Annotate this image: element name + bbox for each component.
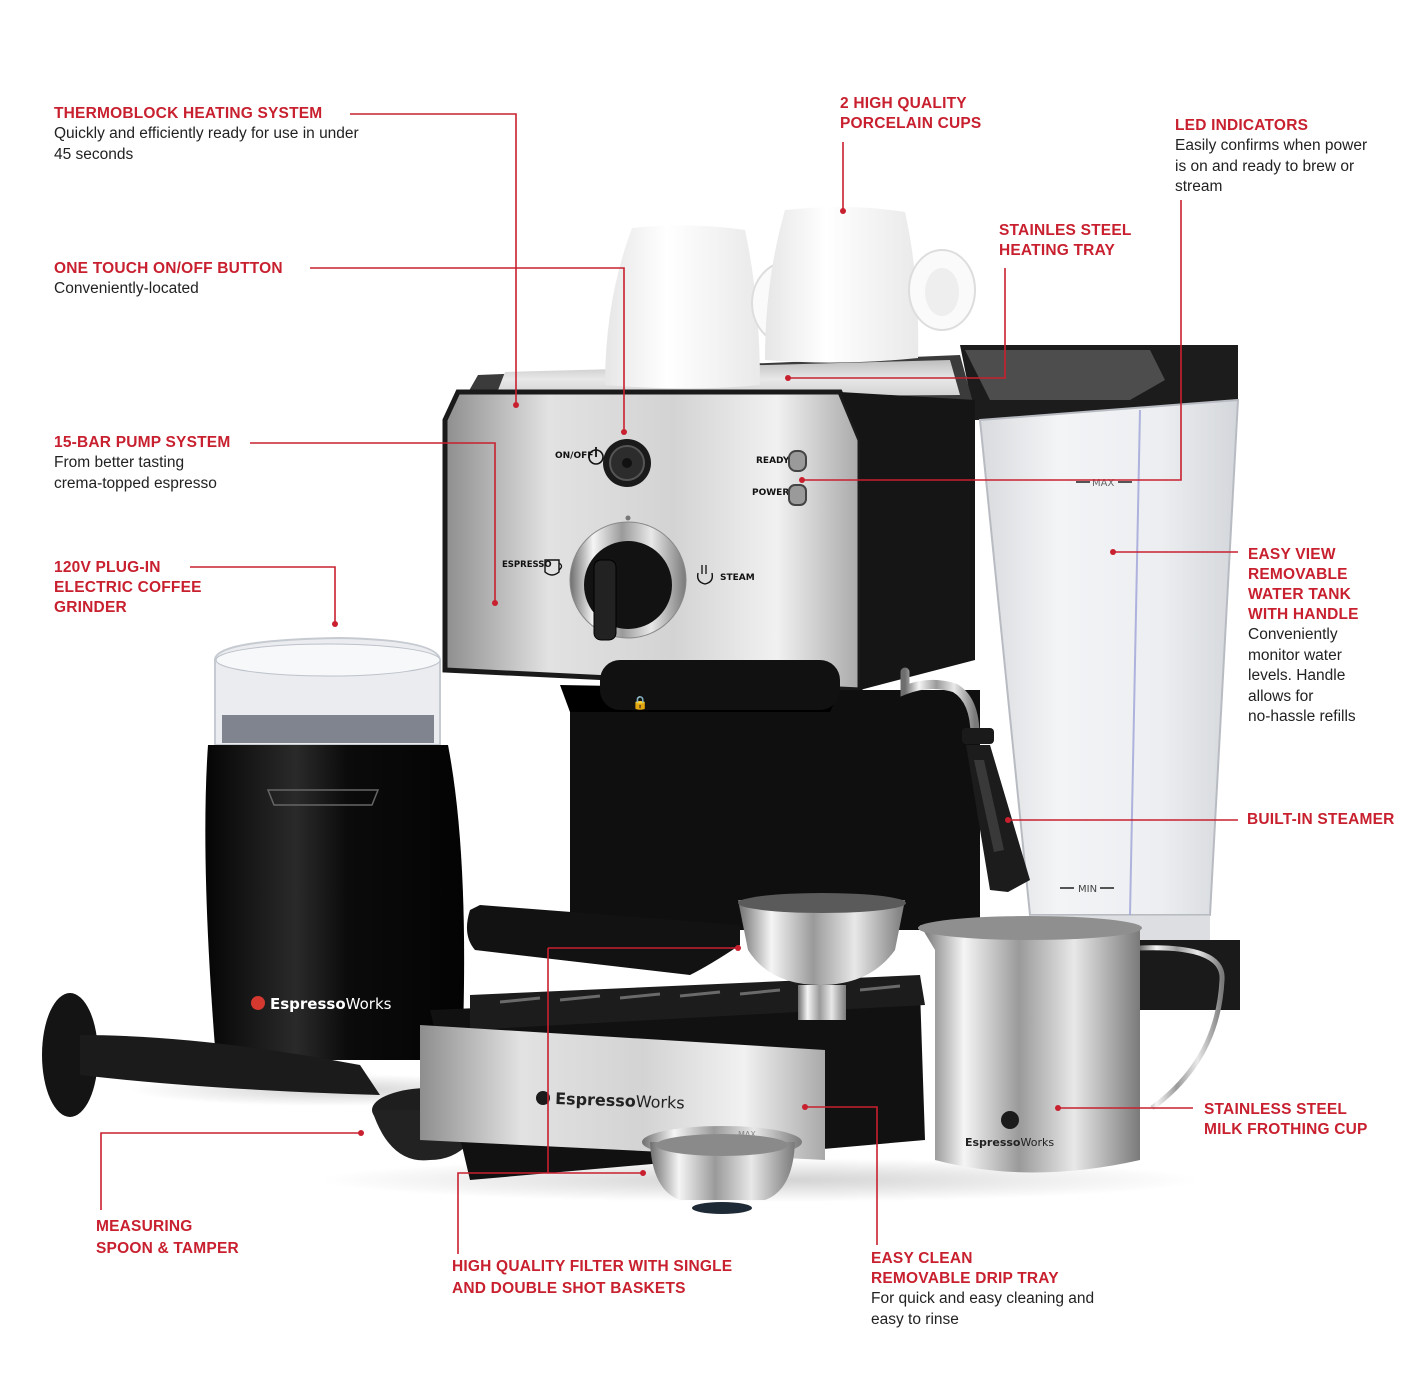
- callout-title: 15-BAR PUMP SYSTEM: [54, 434, 231, 451]
- callout-title: STAINLES STEEL HEATING TRAY: [999, 222, 1132, 259]
- svg-text:STEAM: STEAM: [720, 573, 755, 583]
- brand-logo-icon: [1001, 1111, 1019, 1129]
- callout-title: BUILT-IN STEAMER: [1247, 811, 1395, 828]
- callout-water-tank: EASY VIEW REMOVABLE WATER TANK WITH HAND…: [1248, 545, 1359, 728]
- water-tank: MAX MIN: [960, 345, 1240, 1010]
- callout-title: 120V PLUG-IN ELECTRIC COFFEE GRINDER: [54, 559, 202, 616]
- porcelain-cups: [605, 206, 976, 389]
- callout-porcelain-cups: 2 HIGH QUALITY PORCELAIN CUPS: [840, 94, 981, 134]
- power-icon: [588, 447, 604, 465]
- callout-heating-tray: STAINLES STEEL HEATING TRAY: [999, 221, 1132, 261]
- svg-text:EspressoWorks: EspressoWorks: [965, 1136, 1054, 1149]
- brand-logo-icon: [536, 1091, 550, 1105]
- callout-thermoblock: THERMOBLOCK HEATING SYSTEM Quickly and e…: [54, 104, 359, 165]
- callout-milk-frothing-cup: STAINLESS STEEL MILK FROTHING CUP: [1204, 1100, 1368, 1140]
- svg-text:MIN: MIN: [1078, 884, 1097, 895]
- callout-led-indicators: LED INDICATORS Easily confirms when powe…: [1175, 116, 1367, 198]
- callout-desc: Conveniently monitor water levels. Handl…: [1248, 626, 1356, 725]
- callout-title: 2 HIGH QUALITY PORCELAIN CUPS: [840, 95, 982, 132]
- svg-text:ESPRESSO: ESPRESSO: [502, 560, 552, 570]
- callout-title: THERMOBLOCK HEATING SYSTEM: [54, 105, 323, 122]
- steam-icon: [696, 565, 714, 585]
- callout-title: ONE TOUCH ON/OFF BUTTON: [54, 260, 283, 277]
- svg-text:MAX: MAX: [738, 1130, 756, 1139]
- callout-title: LED INDICATORS: [1175, 117, 1309, 134]
- callout-pump-system: 15-BAR PUMP SYSTEM From better tasting c…: [54, 433, 230, 494]
- steam-wand: [962, 728, 1030, 892]
- espresso-machine: 🔒 ON/OFF READY POWER ESPRESSO STEAM: [442, 355, 1030, 930]
- svg-text:POWER: POWER: [752, 488, 789, 498]
- power-led: [788, 484, 807, 506]
- coffee-grinder: EspressoWorks: [205, 636, 465, 1060]
- callout-title: MEASURING SPOON & TAMPER: [96, 1218, 239, 1257]
- callout-steamer: BUILT-IN STEAMER: [1247, 810, 1395, 830]
- callout-on-off-button: ONE TOUCH ON/OFF BUTTON Conveniently-loc…: [54, 259, 283, 300]
- callout-desc: From better tasting crema-topped espress…: [54, 454, 217, 492]
- callout-title: STAINLESS STEEL MILK FROTHING CUP: [1204, 1101, 1368, 1138]
- lock-icon: 🔒: [632, 695, 648, 710]
- svg-text:ON/OFF: ON/OFF: [555, 451, 593, 461]
- tamper-and-spoon: [42, 993, 488, 1161]
- callout-desc: Quickly and efficiently ready for use in…: [54, 125, 359, 163]
- callout-title: HIGH QUALITY FILTER WITH SINGLE AND DOUB…: [452, 1258, 733, 1297]
- brand-logo-icon: [251, 996, 265, 1010]
- espresso-cup-icon: [544, 559, 563, 576]
- callout-title: EASY CLEAN REMOVABLE DRIP TRAY: [871, 1250, 1059, 1287]
- leader-lines: [100, 113, 1238, 1254]
- portafilter: [466, 893, 906, 1020]
- svg-text:EspressoWorks: EspressoWorks: [555, 1089, 685, 1113]
- callout-grinder: 120V PLUG-IN ELECTRIC COFFEE GRINDER: [54, 558, 202, 618]
- filter-basket: MAX: [642, 1126, 802, 1214]
- callout-desc: For quick and easy cleaning and easy to …: [871, 1290, 1095, 1328]
- svg-text:READY: READY: [756, 456, 790, 466]
- svg-text:EspressoWorks: EspressoWorks: [270, 995, 392, 1013]
- callout-drip-tray: EASY CLEAN REMOVABLE DRIP TRAY For quick…: [871, 1249, 1094, 1330]
- milk-frothing-cup: EspressoWorks: [918, 916, 1225, 1173]
- callout-title: EASY VIEW REMOVABLE WATER TANK WITH HAND…: [1248, 546, 1359, 623]
- ready-led: [788, 450, 807, 472]
- callout-desc: Conveniently-located: [54, 280, 199, 297]
- callout-desc: Easily confirms when power is on and rea…: [1175, 137, 1368, 195]
- callout-spoon-tamper: MEASURING SPOON & TAMPER: [96, 1216, 239, 1260]
- svg-text:MAX: MAX: [1092, 478, 1114, 489]
- callout-filter-baskets: HIGH QUALITY FILTER WITH SINGLE AND DOUB…: [452, 1256, 732, 1300]
